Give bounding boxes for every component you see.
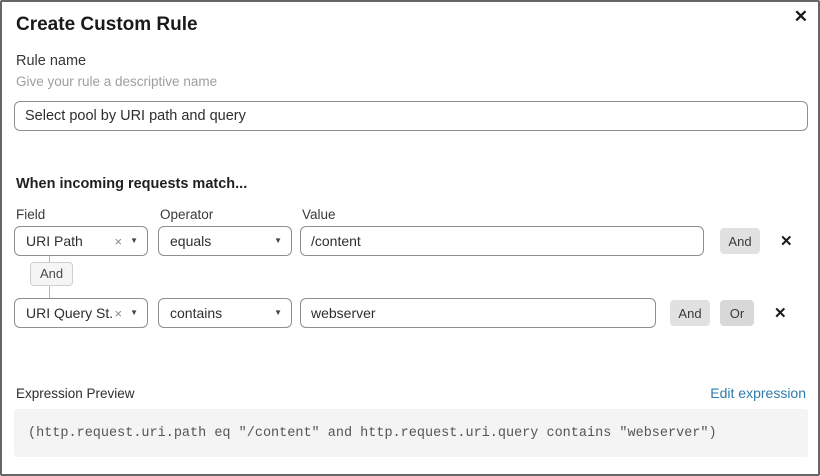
condition-row-1: URI Path × ▼ equals ▼ And ✕ xyxy=(14,226,806,256)
expression-code-block: (http.request.uri.path eq "/content" and… xyxy=(14,409,808,457)
rule-name-label: Rule name xyxy=(16,53,87,69)
expression-preview-header: Expression Preview Edit expression xyxy=(14,385,806,401)
connector-badge-wrap: And xyxy=(14,262,806,286)
connector-line xyxy=(49,286,50,298)
connector-line xyxy=(49,256,50,262)
edit-expression-link[interactable]: Edit expression xyxy=(710,385,806,401)
operator-select[interactable]: contains ▼ xyxy=(158,298,292,328)
column-labels: Field Operator Value xyxy=(16,207,806,222)
field-select-value: URI Query St... xyxy=(26,305,115,321)
field-select-value: URI Path xyxy=(26,233,83,249)
operator-select-value: equals xyxy=(170,233,212,249)
chevron-down-icon: ▼ xyxy=(130,236,138,245)
chevron-down-icon: ▼ xyxy=(274,308,282,317)
column-label-operator: Operator xyxy=(160,207,214,222)
add-and-condition-button[interactable]: And xyxy=(670,300,710,326)
value-input[interactable] xyxy=(300,226,704,256)
condition-row-2: URI Query St... × ▼ contains ▼ And Or ✕ xyxy=(14,298,806,328)
operator-select[interactable]: equals ▼ xyxy=(158,226,292,256)
add-or-condition-button[interactable]: Or xyxy=(720,300,754,326)
chevron-down-icon: ▼ xyxy=(130,308,138,317)
close-icon[interactable]: ✕ xyxy=(793,7,808,26)
operator-select-value: contains xyxy=(170,305,223,321)
page-title: Create Custom Rule xyxy=(16,14,198,35)
and-connector-badge[interactable]: And xyxy=(30,262,74,286)
chevron-down-icon: ▼ xyxy=(274,236,282,245)
dialog-header: Create Custom Rule ✕ xyxy=(14,8,808,36)
rule-name-input[interactable] xyxy=(14,101,808,131)
remove-condition-icon[interactable]: ✕ xyxy=(780,232,793,250)
column-label-field: Field xyxy=(16,207,46,222)
add-and-condition-button[interactable]: And xyxy=(720,228,760,254)
expression-preview-label: Expression Preview xyxy=(16,386,135,401)
column-label-value: Value xyxy=(302,207,336,222)
value-input[interactable] xyxy=(300,298,656,328)
remove-condition-icon[interactable]: ✕ xyxy=(774,304,787,322)
field-select[interactable]: URI Path × ▼ xyxy=(14,226,148,256)
rule-name-helper: Give your rule a descriptive name xyxy=(16,74,218,89)
field-select[interactable]: URI Query St... × ▼ xyxy=(14,298,148,328)
clear-field-icon[interactable]: × xyxy=(114,305,123,321)
match-heading: When incoming requests match... xyxy=(16,176,248,192)
clear-field-icon[interactable]: × xyxy=(114,233,123,249)
